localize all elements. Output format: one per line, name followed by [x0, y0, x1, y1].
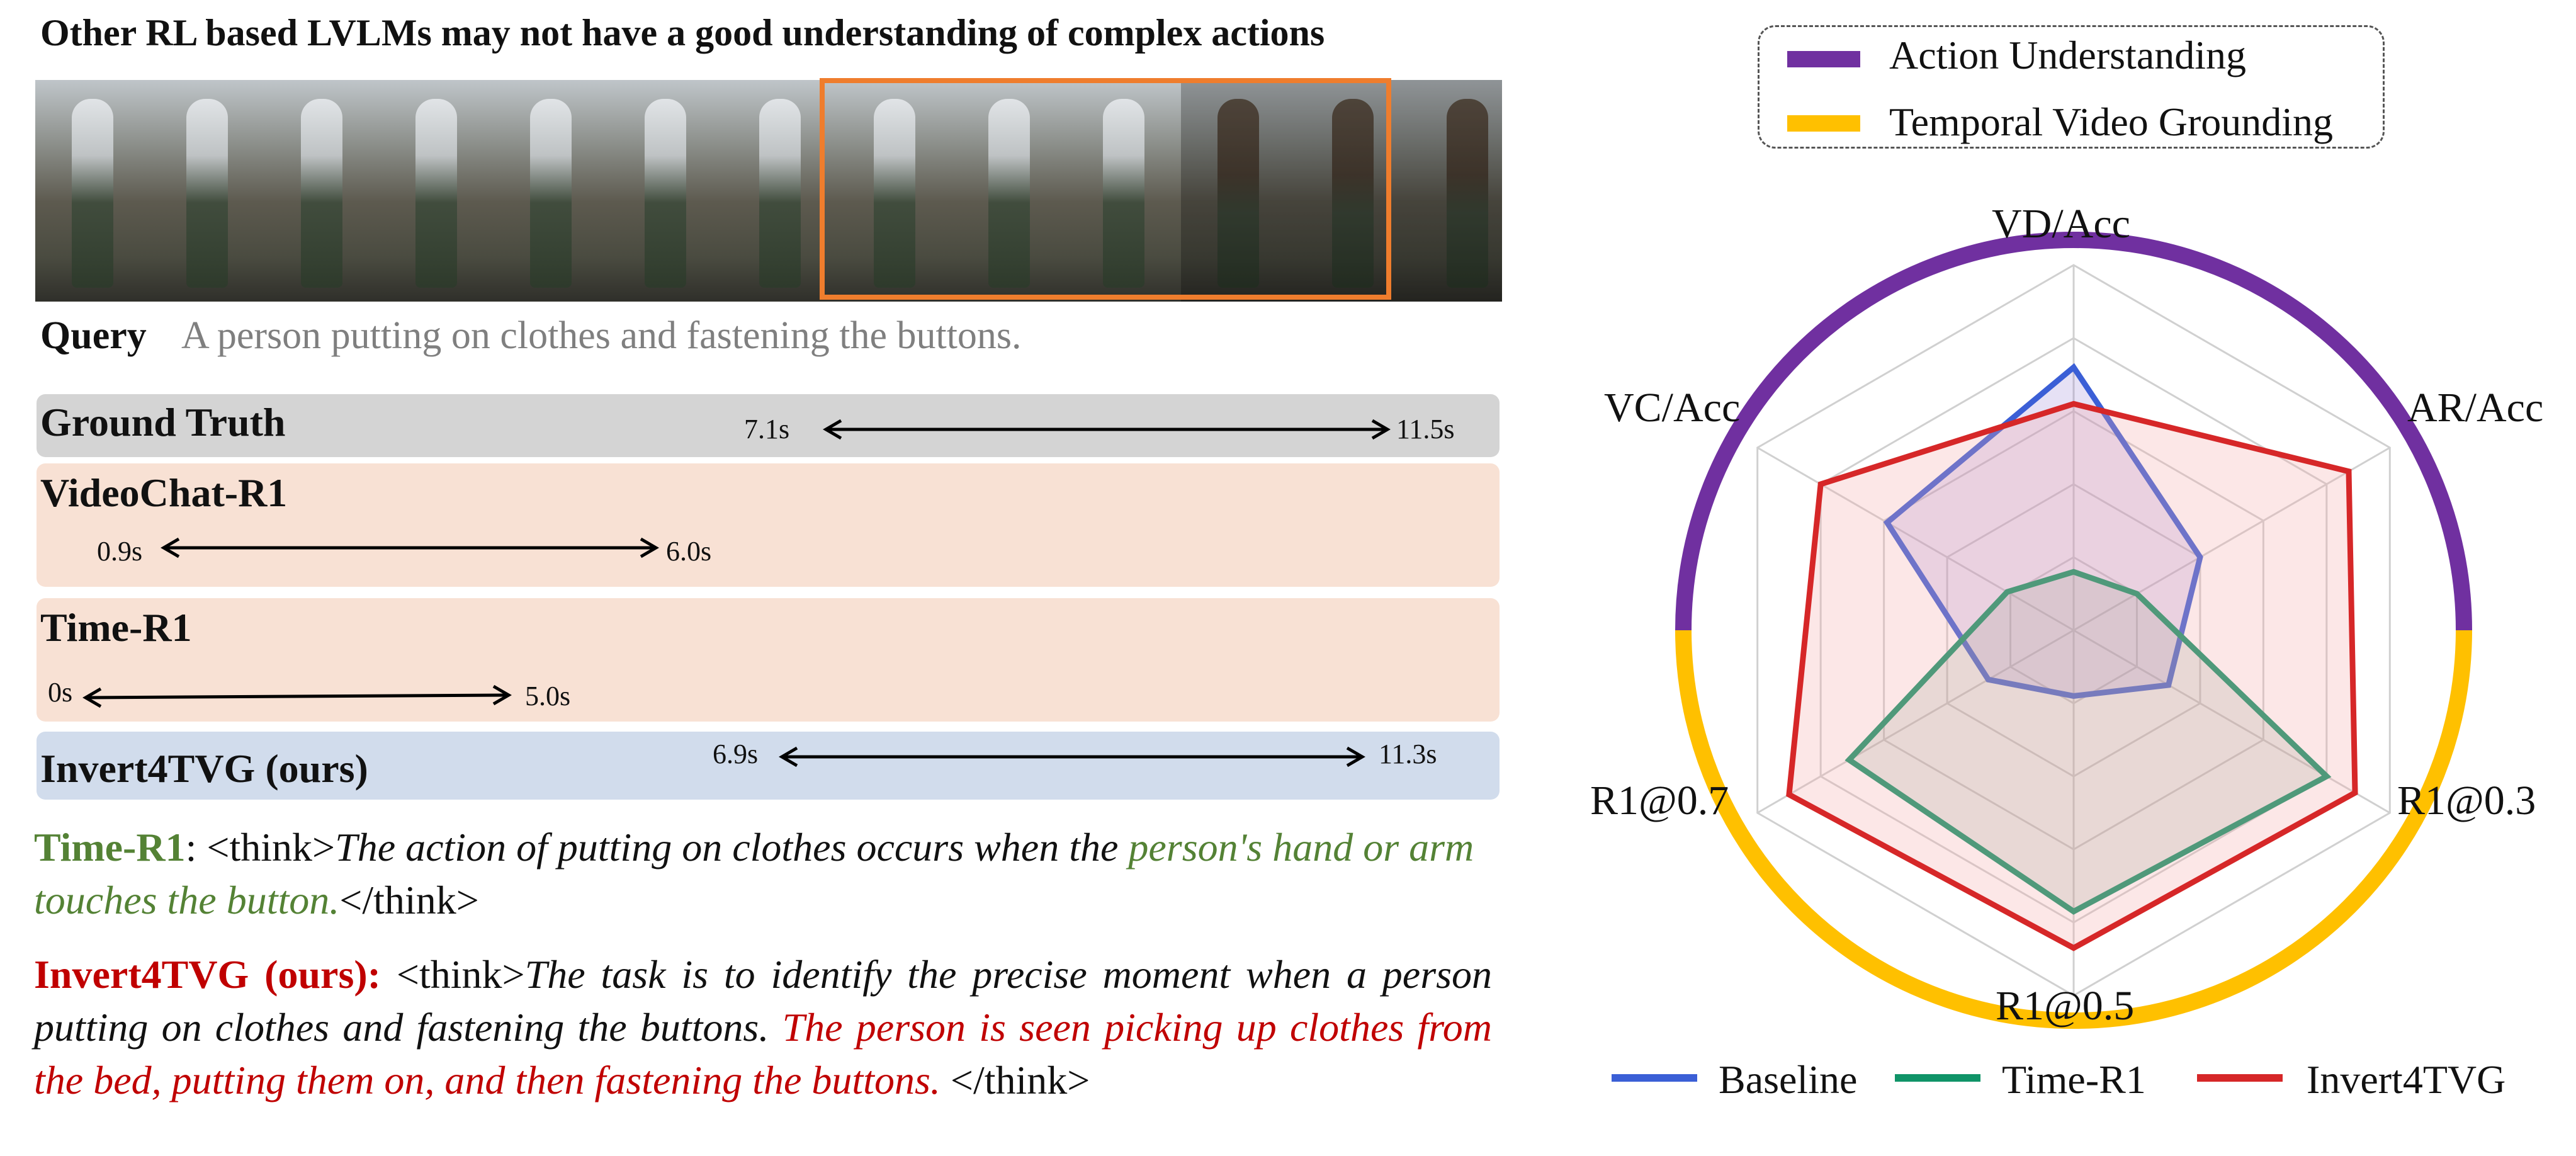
think-close-tag: </think>: [339, 878, 479, 922]
person-figure: [186, 99, 228, 288]
reasoning-highlight: The person is seen picking up clothes fr…: [34, 1005, 1493, 1102]
end-time: 11.3s: [1379, 739, 1437, 769]
person-figure: [988, 99, 1030, 288]
row-label: Ground Truth: [40, 400, 286, 445]
reasoning-label: Invert4TVG (ours):: [34, 952, 381, 997]
radar-series-baseline: [1883, 363, 2203, 699]
legend-time-r1-swatch: [1895, 1074, 1980, 1082]
legend-invert4tvg-label: Invert4TVG: [2307, 1057, 2506, 1102]
think-open-tag: <think>: [396, 952, 525, 997]
video-frame: [952, 80, 1068, 302]
end-time: 11.5s: [1396, 414, 1455, 445]
end-time: 6.0s: [666, 536, 712, 567]
reasoning-highlight: person's hand or arm touches the button.: [34, 825, 1474, 922]
axis-label-r1-0-5: R1@0.5: [1996, 983, 2135, 1029]
person-figure: [301, 99, 342, 288]
person-figure: [1447, 99, 1488, 288]
query-label: Query: [40, 314, 147, 357]
row-label: Time-R1: [40, 605, 192, 650]
grounding-label: Temporal Video Grounding: [1889, 99, 2334, 144]
temporal-grounding-arc: [1675, 630, 2472, 1029]
person-figure: [759, 99, 801, 288]
invert4tvg-reasoning: Invert4TVG (ours): <think>The task is to…: [34, 948, 1492, 1107]
end-time: 5.0s: [525, 681, 571, 711]
video-frame: [35, 80, 151, 302]
category-legend: Action Understanding Temporal Video Grou…: [1758, 25, 2385, 149]
person-figure: [874, 99, 915, 288]
reasoning-text: The action of putting on clothes occurs …: [335, 825, 1119, 870]
figure-title: Other RL based LVLMs may not have a good…: [40, 12, 1325, 54]
think-close-tag: </think>: [950, 1058, 1090, 1102]
start-time: 7.1s: [744, 414, 790, 445]
invert4tvg-band: Invert4TVG (ours) 6.9s 11.3s: [37, 732, 1500, 800]
time-span-arrow: [823, 419, 1391, 440]
videochat-r1-band: VideoChat-R1 0.9s 6.0s: [37, 463, 1500, 587]
video-frame: [837, 80, 953, 302]
grid-spoke: [1756, 629, 2074, 814]
action-understanding-swatch: [1787, 51, 1860, 67]
legend-invert4tvg-swatch: [2197, 1074, 2283, 1082]
reasoning-label: Time-R1: [34, 825, 186, 870]
reasoning-colon: :: [185, 825, 197, 870]
person-figure: [72, 99, 113, 288]
reasoning-text: The task is to identify the precise mome…: [34, 952, 1493, 1050]
axis-label-vd-acc: VD/Acc: [1992, 201, 2130, 247]
video-frame: [494, 80, 609, 302]
video-frame: [1410, 80, 1502, 302]
video-frame: [1296, 80, 1411, 302]
grid-spoke: [2073, 446, 2391, 632]
axis-label-ar-acc: AR/Acc: [2407, 385, 2544, 431]
axis-label-vc-acc: VC/Acc: [1604, 385, 1741, 431]
ground-truth-band: Ground Truth 7.1s 11.5s: [37, 394, 1500, 457]
action-understanding-arc: [1675, 232, 2472, 631]
start-time: 0s: [48, 677, 73, 708]
video-frame: [723, 80, 839, 302]
start-time: 0.9s: [97, 536, 143, 567]
video-frame: [1066, 80, 1182, 302]
query-text: A person putting on clothes and fastenin…: [181, 314, 1022, 357]
think-open-tag: <think>: [206, 825, 336, 870]
ground-truth-highlight: [820, 78, 1391, 300]
person-figure: [1217, 99, 1259, 288]
legend-time-r1-label: Time-R1: [2002, 1057, 2146, 1102]
time-r1-reasoning: Time-R1: <think>The action of putting on…: [34, 821, 1492, 927]
time-r1-band: Time-R1 0s 5.0s: [37, 598, 1500, 722]
video-frame: [1181, 80, 1297, 302]
axis-label-r1-0-7: R1@0.7: [1590, 778, 1729, 824]
video-frame-strip: [35, 80, 1502, 302]
axis-label-r1-0-3: R1@0.3: [2397, 778, 2536, 824]
person-figure: [1332, 99, 1374, 288]
legend-baseline-swatch: [1612, 1074, 1697, 1082]
video-frame: [379, 80, 495, 302]
video-frame: [150, 80, 266, 302]
person-figure: [1103, 99, 1144, 288]
row-label: VideoChat-R1: [40, 470, 288, 515]
row-label: Invert4TVG (ours): [40, 746, 368, 791]
time-span-arrow: [779, 746, 1365, 768]
person-figure: [530, 99, 572, 288]
radar-series-time-r1: [1844, 569, 2332, 915]
time-span-arrow: [82, 684, 512, 708]
person-figure: [645, 99, 686, 288]
grounding-swatch: [1787, 115, 1860, 132]
person-figure: [415, 99, 457, 288]
start-time: 6.9s: [713, 739, 759, 769]
action-understanding-label: Action Understanding: [1889, 33, 2246, 77]
legend-baseline-label: Baseline: [1719, 1057, 1858, 1102]
radar-series-invert4tvg: [1786, 400, 2358, 951]
grid-spoke: [1756, 446, 2074, 632]
grid-spoke: [2073, 629, 2391, 814]
time-span-arrow: [161, 537, 659, 558]
